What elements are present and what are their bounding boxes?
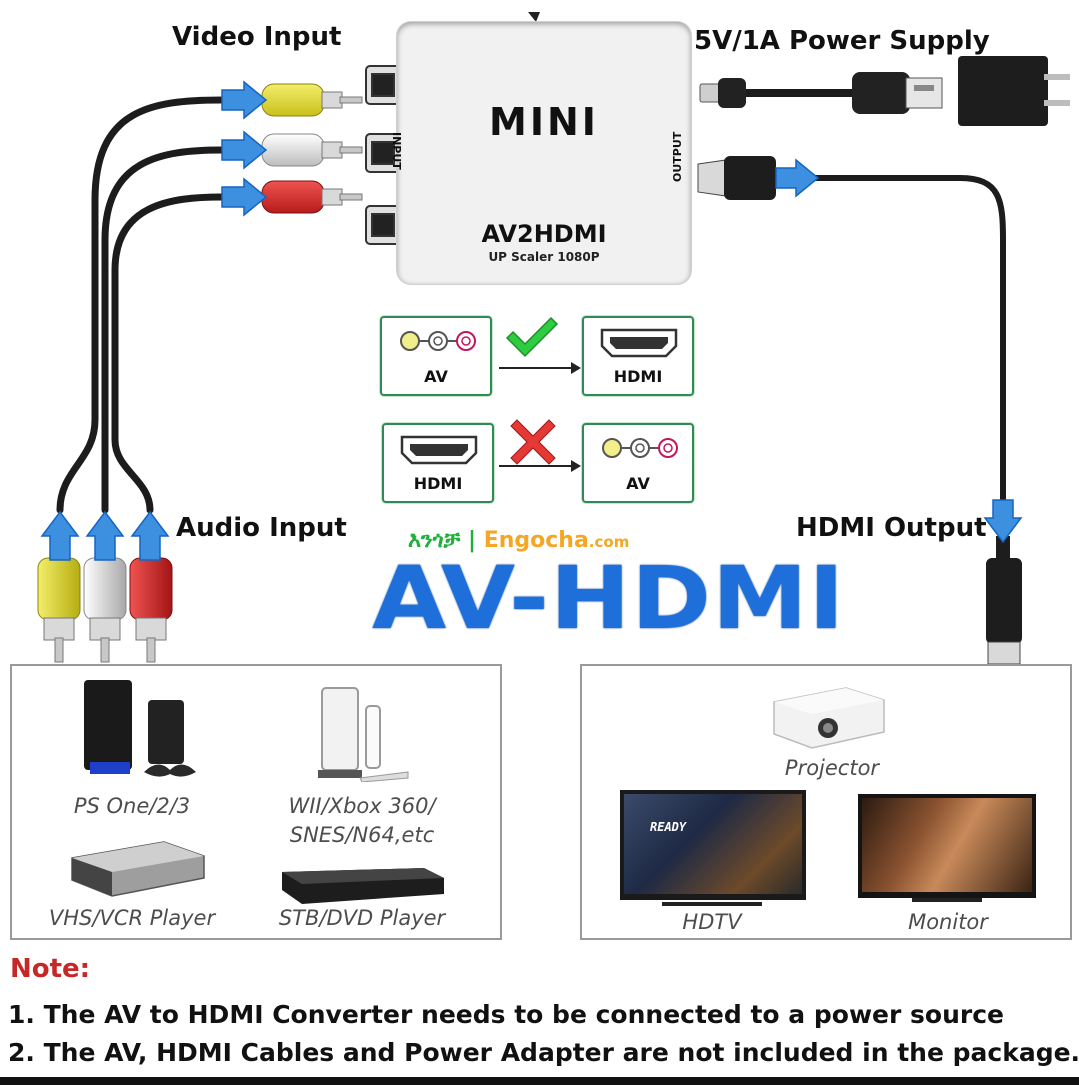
av-caption: AV bbox=[626, 474, 650, 493]
device-label-hdtv: HDTV bbox=[682, 910, 742, 934]
converter-switch bbox=[528, 12, 540, 22]
rca-plug-white-top bbox=[261, 133, 363, 167]
bottom-border bbox=[0, 1077, 1079, 1085]
note-title: Note: bbox=[10, 954, 91, 984]
watermark: እንጎቻ | Engocha.com bbox=[408, 528, 629, 553]
watermark-amharic: እንጎቻ bbox=[408, 528, 461, 553]
note-item-1: 1. The AV to HDMI Converter needs to be … bbox=[8, 1000, 1004, 1029]
input-devices-panel: PS One/2/3 WII/Xbox 360/ SNES/N64,etc VH… bbox=[10, 664, 502, 940]
device-label-wii-line1: WII/Xbox 360/ bbox=[288, 794, 436, 818]
output-devices-panel: Projector READY HDTV Monitor bbox=[580, 664, 1072, 940]
arrow-icon-hdmi-down bbox=[983, 499, 1023, 544]
hdmi-caption: HDMI bbox=[613, 367, 663, 386]
rca-cables bbox=[56, 96, 226, 514]
cross-icon bbox=[499, 419, 581, 472]
tv-icon: READY bbox=[620, 790, 806, 900]
device-label-monitor: Monitor bbox=[908, 910, 988, 934]
hdmi-card-supported: HDMI bbox=[582, 316, 694, 396]
power-supply-label: 5V/1A Power Supply bbox=[694, 26, 990, 56]
micro-usb-plug bbox=[699, 78, 746, 108]
rca-plug-yellow-top bbox=[261, 83, 363, 117]
hdmi-port-icon bbox=[600, 328, 678, 358]
note-item-2: 2. The AV, HDMI Cables and Power Adapter… bbox=[8, 1038, 1079, 1067]
device-label-projector: Projector bbox=[784, 756, 880, 780]
watermark-tld: .com bbox=[588, 533, 630, 551]
main-title: AV-HDMI bbox=[372, 548, 846, 649]
device-label-vcr: VHS/VCR Player bbox=[48, 906, 216, 930]
watermark-divider: | bbox=[467, 528, 477, 553]
monitor-stand bbox=[912, 898, 982, 902]
rca-jacks-icon bbox=[400, 331, 476, 351]
arrow-icons-input bbox=[221, 80, 268, 217]
dvd-player-icon bbox=[282, 868, 444, 904]
converter-output-label: OUTPUT bbox=[671, 131, 684, 182]
hdmi-output-label: HDMI Output bbox=[796, 513, 987, 543]
monitor-icon bbox=[858, 794, 1036, 898]
converter-input-label: INPUT bbox=[390, 132, 403, 170]
wii-console-icon bbox=[318, 687, 409, 782]
av-caption: AV bbox=[424, 367, 448, 386]
device-label-ps: PS One/2/3 bbox=[73, 794, 191, 818]
hdmi-card-unsupported: HDMI bbox=[382, 423, 494, 503]
rca-plug-red-top bbox=[261, 180, 363, 214]
tv-screen bbox=[624, 794, 802, 894]
usb-a-plug bbox=[852, 72, 943, 114]
hdmi-port-icon bbox=[400, 435, 478, 465]
video-input-label: Video Input bbox=[172, 22, 342, 52]
arrow-icons-audio-up bbox=[40, 510, 170, 561]
tv-stand bbox=[662, 902, 762, 906]
cable-diagram bbox=[37, 12, 1070, 665]
watermark-site: Engocha bbox=[483, 528, 589, 553]
audio-input-label: Audio Input bbox=[176, 513, 347, 543]
projector-icon bbox=[773, 687, 885, 749]
game-console-icon bbox=[84, 680, 196, 777]
arrow-icon-hdmi-out bbox=[775, 158, 820, 198]
converter-model: AV2HDMI bbox=[481, 220, 607, 248]
monitor-screen bbox=[862, 798, 1032, 892]
converter-input-jacks bbox=[365, 65, 401, 245]
rca-jacks-icon bbox=[602, 438, 678, 458]
power-adapter-icon bbox=[958, 56, 1070, 126]
device-label-dvd: STB/DVD Player bbox=[278, 906, 446, 930]
converter-box: MINI INPUT OUTPUT AV2HDMI UP Scaler 1080… bbox=[390, 22, 691, 284]
converter-subtitle: UP Scaler 1080P bbox=[488, 250, 600, 264]
av-card-unsupported: AV bbox=[582, 423, 694, 503]
rca-plug-yellow-bottom bbox=[37, 540, 81, 663]
converter-brand: MINI bbox=[489, 100, 599, 144]
hdmi-cable bbox=[790, 175, 1006, 560]
check-icon bbox=[499, 316, 581, 374]
device-label-wii-line2: SNES/N64,etc bbox=[289, 823, 435, 847]
hdmi-plug-bottom bbox=[986, 536, 1022, 665]
vcr-player-icon bbox=[71, 841, 205, 897]
av-card-supported: AV bbox=[380, 316, 492, 396]
tv-screen-text: READY bbox=[650, 820, 687, 834]
hdmi-caption: HDMI bbox=[413, 474, 463, 493]
